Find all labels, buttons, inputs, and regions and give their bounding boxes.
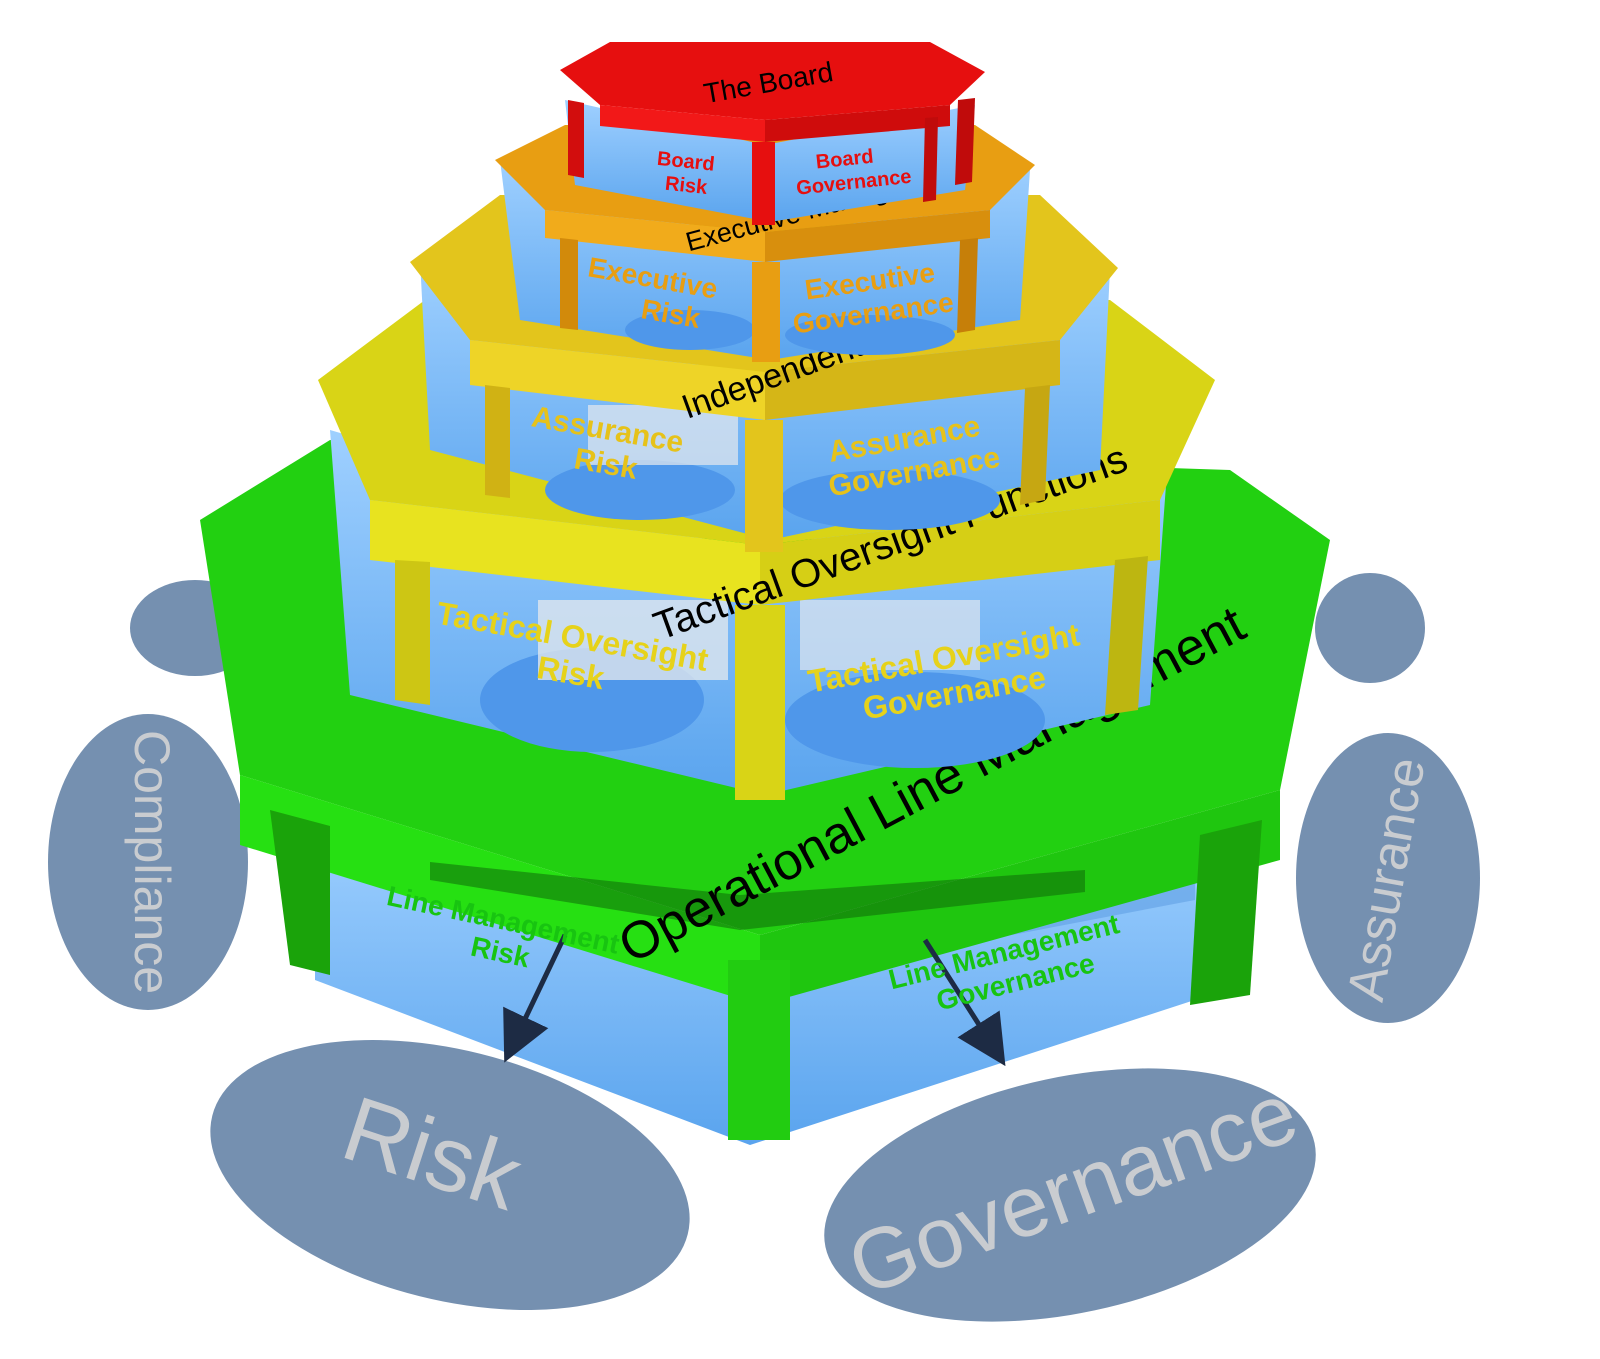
board-post-mid xyxy=(752,142,775,225)
board-post-left xyxy=(568,100,584,178)
tactical-front-band-right xyxy=(760,500,1160,605)
operational-post-right xyxy=(1190,820,1262,1005)
assurance-post-mid xyxy=(745,420,783,552)
board-risk-label-line2: Risk xyxy=(664,173,709,199)
assurance-risk-disc xyxy=(545,460,735,520)
tactical-post-left xyxy=(395,560,430,705)
executive-front-band-right xyxy=(765,210,990,262)
operational-governance-arrow xyxy=(922,938,1006,1067)
tactical-post-mid xyxy=(735,605,785,800)
board-front-band-left xyxy=(600,105,765,142)
assurance-upper-ellipse xyxy=(1315,573,1425,683)
board-post-right xyxy=(955,98,975,185)
assurance-post-right xyxy=(1020,385,1050,505)
tactical-post-right xyxy=(1105,556,1148,715)
tactical-screen-right xyxy=(800,600,980,670)
board-front-band-right xyxy=(765,105,950,142)
executive-post-left xyxy=(560,238,578,330)
tactical-governance-disc xyxy=(785,672,1045,768)
executive-post-mid xyxy=(752,262,780,362)
compliance-ellipse-label: Compliance xyxy=(124,730,180,994)
board-top-deck xyxy=(560,42,985,120)
board-risk-label: Board Risk xyxy=(653,148,721,200)
assurance-screen-left xyxy=(588,405,738,465)
tactical-screen-left xyxy=(538,600,728,680)
executive-front-band-left xyxy=(545,210,765,262)
compliance-ellipse xyxy=(48,714,248,1010)
operational-post-left xyxy=(270,810,330,975)
assurance-post-left xyxy=(485,385,510,498)
executive-post-right xyxy=(957,238,978,333)
assurance-ellipse xyxy=(1296,733,1480,1023)
assurance-front-band-right xyxy=(765,340,1060,420)
risk-ellipse xyxy=(210,1040,690,1310)
governance-ellipse xyxy=(824,1068,1316,1322)
operational-risk-arrow xyxy=(503,933,568,1063)
tier-board: The Board Board Risk Board Governance xyxy=(560,42,985,225)
board-post-far-right xyxy=(923,117,938,202)
tactical-front-band-left xyxy=(370,500,760,605)
executive-risk-disc xyxy=(625,310,755,350)
operational-post-mid xyxy=(728,960,790,1140)
operational-inner-window xyxy=(430,862,1085,930)
executive-governance-disc xyxy=(785,315,955,355)
assurance-front-band-left xyxy=(470,340,765,420)
assurance-governance-disc xyxy=(780,470,1000,530)
